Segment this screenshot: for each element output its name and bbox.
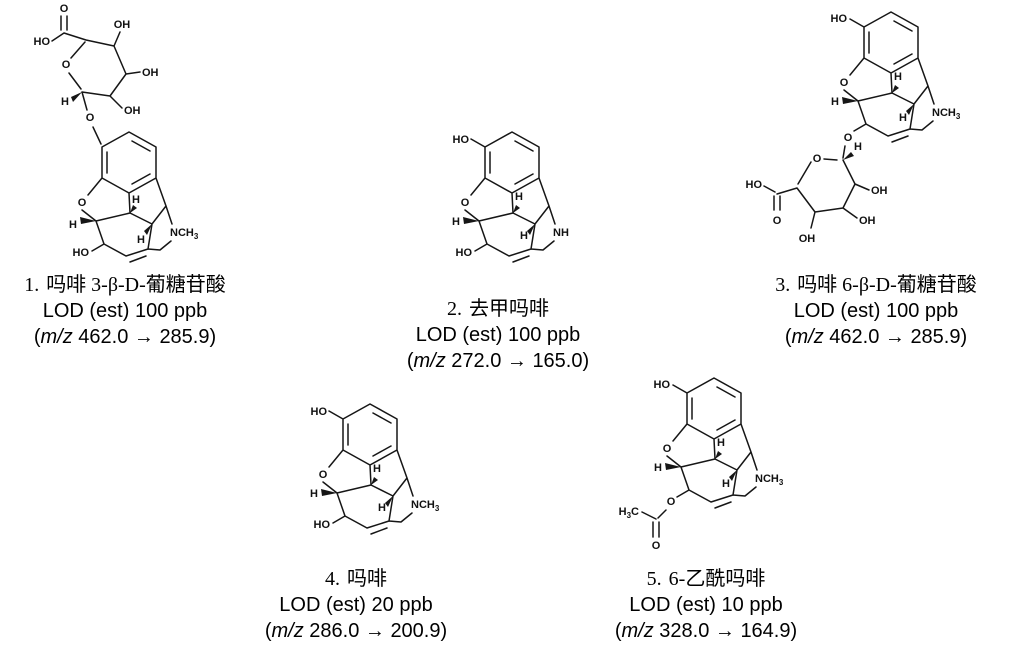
linker-oxygen-label: O xyxy=(85,112,94,124)
furan-oxygen-label: O xyxy=(319,469,328,481)
stereo-h-label: H xyxy=(378,502,386,514)
bond-path xyxy=(464,131,556,263)
hydroxyl-label: OH xyxy=(113,19,130,31)
stereo-wedges xyxy=(463,205,535,235)
compound-figure-2: HO O H H H HO NH 2.去甲吗啡 LOD (est) 100 pp… xyxy=(365,118,631,374)
compound-name: 3.吗啡 6-β-D-葡糖苷酸 xyxy=(775,274,977,296)
caption-1: 1.吗啡 3-β-D-葡糖苷酸 LOD (est) 100 ppb (m/z 4… xyxy=(24,272,226,350)
lod-text: LOD (est) 10 ppb xyxy=(629,594,783,616)
carbonyl-oxygen-label: O xyxy=(651,540,660,552)
mz-transition: (m/z 328.0 → 164.9) xyxy=(614,620,798,642)
compound-number: 5. xyxy=(646,568,662,590)
ring-oxygen-label: O xyxy=(61,59,70,71)
caption-4: 4.吗啡 LOD (est) 20 ppb (m/z 286.0 → 200.9… xyxy=(265,566,447,644)
stereo-h-label: H xyxy=(899,112,907,124)
stereo-h-label: H xyxy=(854,141,862,153)
ring-oxygen-label: O xyxy=(813,153,822,165)
stereo-wedges xyxy=(321,477,393,507)
structure-morphine-6-glucuronide: HO O H H H O H O OH OH OH O HO NCH3 xyxy=(746,11,961,245)
stereo-wedges xyxy=(664,451,737,481)
compound-number: 3. xyxy=(775,274,791,296)
compound-figure-5: HO O H H H O O H3C NCH3 5.6-乙酰吗啡 LOD (es… xyxy=(556,368,856,644)
hydroxyl-label: OH xyxy=(124,105,141,117)
bond-path xyxy=(322,403,414,535)
stereo-h-label: H xyxy=(61,96,69,108)
structure-morphine: HO O H H H HO NCH3 xyxy=(310,403,440,535)
methyl-label: H3C xyxy=(618,506,638,520)
n-methyl-label: NCH3 xyxy=(755,473,784,487)
compound-number: 2. xyxy=(446,298,462,320)
stereo-h-label: H xyxy=(69,219,77,231)
stereo-h-label: H xyxy=(654,462,662,474)
stereo-h-label: H xyxy=(515,191,523,203)
compound-name: 4.吗啡 xyxy=(324,568,387,590)
stereo-wedges xyxy=(70,92,152,235)
hydroxyl-label: HO xyxy=(456,247,473,259)
hydroxyl-label: OH xyxy=(142,67,159,79)
compound-figure-4: HO O H H H HO NCH3 4.吗啡 LOD (est) 20 ppb… xyxy=(218,390,494,644)
hydroxyl-label: HO xyxy=(653,379,670,391)
mz-transition: (m/z 272.0 → 165.0) xyxy=(406,350,590,372)
hydroxyl-label: HO xyxy=(831,13,848,25)
caption-3: 3.吗啡 6-β-D-葡糖苷酸 LOD (est) 100 ppb (m/z 4… xyxy=(775,272,977,350)
compound-name: 2.去甲吗啡 xyxy=(446,298,549,320)
structure-normorphine: HO O H H H HO NH xyxy=(452,131,569,263)
compound-number: 1. xyxy=(24,274,40,296)
compound-figure-3: HO O H H H O H O OH OH OH O HO NCH3 3.吗啡… xyxy=(736,2,1016,350)
bond-path xyxy=(763,11,935,229)
lod-text: LOD (est) 100 ppb xyxy=(42,300,208,322)
stereo-h-label: H xyxy=(831,96,839,108)
nh-label: NH xyxy=(553,227,569,239)
compound-name: 5.6-乙酰吗啡 xyxy=(646,568,766,590)
carbonyl-oxygen-label: O xyxy=(59,3,68,15)
stereo-h-label: H xyxy=(717,437,725,449)
stereo-h-label: H xyxy=(137,234,145,246)
lod-text: LOD (est) 100 ppb xyxy=(415,324,581,346)
mz-transition: (m/z 462.0 → 285.9) xyxy=(784,326,968,348)
stereo-h-label: H xyxy=(373,463,381,475)
bond-path xyxy=(640,377,758,538)
stereo-h-label: H xyxy=(132,194,140,206)
furan-oxygen-label: O xyxy=(840,77,849,89)
lod-text: LOD (est) 100 ppb xyxy=(793,300,959,322)
stereo-wedges xyxy=(842,85,914,160)
structure-6-acetylmorphine: HO O H H H O O H3C NCH3 xyxy=(618,377,784,552)
furan-oxygen-label: O xyxy=(662,443,671,455)
lod-text: LOD (est) 20 ppb xyxy=(279,594,433,616)
structure-morphine-3-glucuronide: O HO OH OH OH O H O O H H H HO NCH3 xyxy=(33,3,199,263)
stereo-h-label: H xyxy=(520,230,528,242)
mz-transition: (m/z 286.0 → 200.9) xyxy=(264,620,448,642)
hydroxyl-label: HO xyxy=(453,134,470,146)
carbonyl-oxygen-label: O xyxy=(773,215,782,227)
hydroxyl-label: OH xyxy=(871,185,888,197)
furan-oxygen-label: O xyxy=(77,197,86,209)
hydroxyl-label: OH xyxy=(859,215,876,227)
ester-oxygen-label: O xyxy=(666,496,675,508)
stereo-h-label: H xyxy=(894,71,902,83)
n-methyl-label: NCH3 xyxy=(170,227,199,241)
stereo-h-label: H xyxy=(722,478,730,490)
compound-figure-1: O HO OH OH OH O H O O H H H HO NCH3 1.吗啡… xyxy=(0,2,250,350)
hydroxyl-label: HO xyxy=(314,519,331,531)
n-methyl-label: NCH3 xyxy=(411,499,440,513)
n-methyl-label: NCH3 xyxy=(932,107,961,121)
carboxyl-hydroxyl-label: HO xyxy=(33,36,50,48)
caption-5: 5.6-乙酰吗啡 LOD (est) 10 ppb (m/z 328.0 → 1… xyxy=(615,566,797,644)
hydroxyl-label: HO xyxy=(311,406,328,418)
carboxyl-hydroxyl-label: HO xyxy=(746,179,763,191)
caption-2: 2.去甲吗啡 LOD (est) 100 ppb (m/z 272.0 → 16… xyxy=(407,296,589,374)
stereo-h-label: H xyxy=(452,216,460,228)
hydroxyl-label: OH xyxy=(799,233,816,245)
compound-name: 1.吗啡 3-β-D-葡糖苷酸 xyxy=(24,274,226,296)
mz-transition: (m/z 462.0 → 285.9) xyxy=(33,326,217,348)
compound-number: 4. xyxy=(324,568,340,590)
furan-oxygen-label: O xyxy=(461,197,470,209)
linker-oxygen-label: O xyxy=(844,132,853,144)
hydroxyl-label: HO xyxy=(72,247,89,259)
bond-path xyxy=(50,15,173,263)
stereo-h-label: H xyxy=(310,488,318,500)
